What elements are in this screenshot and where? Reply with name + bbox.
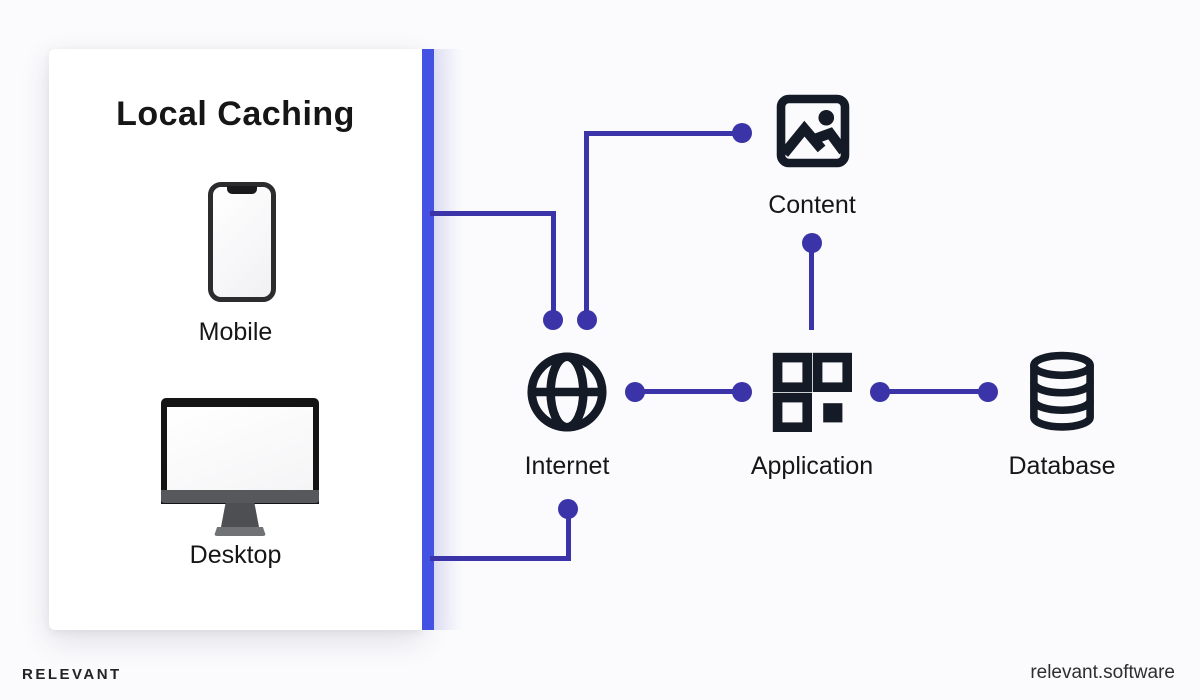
globe-icon bbox=[527, 352, 607, 432]
connector-line bbox=[809, 250, 814, 330]
database-label: Database bbox=[1008, 452, 1116, 480]
connector-dot bbox=[732, 123, 752, 143]
application-label: Application bbox=[750, 452, 874, 480]
connector-line bbox=[584, 131, 734, 136]
connector-dot bbox=[978, 382, 998, 402]
connector-line bbox=[551, 211, 556, 312]
phone-notch bbox=[227, 186, 257, 194]
connector-line bbox=[584, 131, 589, 312]
connector-dot bbox=[577, 310, 597, 330]
relevant-logo: RELEVANT bbox=[22, 666, 122, 683]
connector-dot bbox=[732, 382, 752, 402]
monitor-base bbox=[214, 527, 266, 536]
smartphone-icon bbox=[208, 182, 276, 302]
connector-line bbox=[430, 556, 571, 561]
card-title: Local Caching bbox=[116, 95, 355, 133]
desktop-label: Desktop bbox=[189, 541, 282, 569]
local-caching-card: Local Caching Mobile Desktop bbox=[49, 49, 422, 630]
connector-dot bbox=[870, 382, 890, 402]
content-label: Content bbox=[768, 191, 856, 219]
connector-line bbox=[566, 515, 571, 561]
connector-dot bbox=[558, 499, 578, 519]
desktop-monitor-icon bbox=[161, 398, 319, 504]
internet-label: Internet bbox=[524, 452, 610, 480]
connector-line bbox=[430, 211, 556, 216]
cache-boundary-bar bbox=[422, 49, 462, 630]
connector-line bbox=[886, 389, 990, 394]
image-icon bbox=[776, 94, 850, 168]
monitor-chin bbox=[161, 490, 319, 503]
monitor-stand bbox=[221, 503, 259, 527]
connector-line bbox=[641, 389, 745, 394]
mobile-label: Mobile bbox=[198, 318, 273, 346]
website-url: relevant.software bbox=[1030, 662, 1175, 683]
app-grid-icon bbox=[772, 352, 852, 432]
connector-dot bbox=[625, 382, 645, 402]
connector-dot bbox=[802, 233, 822, 253]
database-icon bbox=[1030, 351, 1094, 431]
connector-dot bbox=[543, 310, 563, 330]
